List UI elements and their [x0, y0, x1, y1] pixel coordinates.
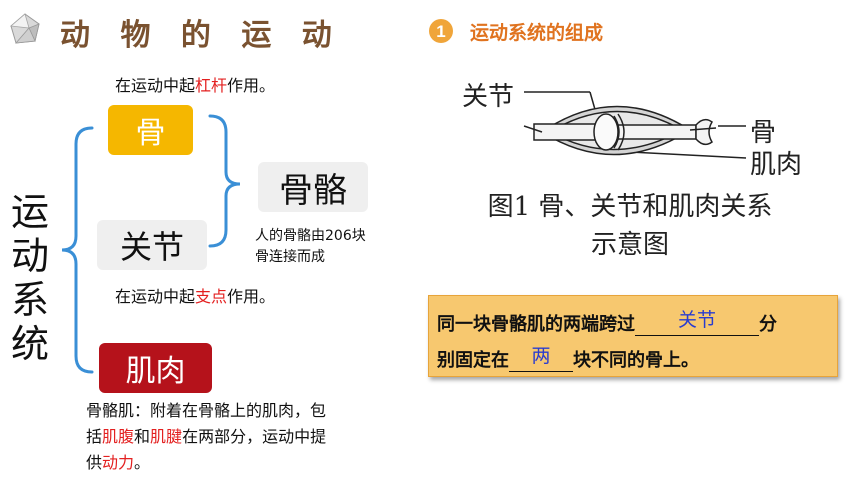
jirou-description: 骨骼肌：附着在骨骼上的肌肉，包 括肌腹和肌腱在两部分，运动中提 供动力。	[86, 401, 327, 472]
gu-box: 骨	[108, 105, 193, 155]
guanjie-box: 关节	[97, 220, 207, 270]
guge-note: 人的骨骼由206块 骨连接而成	[255, 228, 366, 265]
blank-2: 两	[509, 345, 573, 372]
guanjie-role-note: 在运动中起支点作用。	[115, 287, 276, 306]
exercise-line-1: 同一块骨骼肌的两端跨过关节分	[437, 309, 777, 336]
figure-label-gu: 骨	[750, 118, 777, 148]
figure-label-guanjie: 关节	[462, 82, 515, 112]
jirou-box: 肌肉	[99, 343, 212, 393]
page-title: 动 物 的 运 动	[60, 18, 342, 53]
exercise-line-2: 别固定在两块不同的骨上。	[437, 345, 699, 372]
mindmap-brackets	[61, 114, 241, 374]
fill-in-blank-box: 同一块骨骼肌的两端跨过关节分 别固定在两块不同的骨上。	[428, 295, 838, 377]
guge-box: 骨骼	[258, 162, 368, 212]
blank-1: 关节	[635, 309, 759, 336]
yundong-xitong-vertical-label: 运 动 系 统	[10, 190, 49, 366]
bone-joint-muscle-diagram	[523, 91, 747, 159]
section-title: 运动系统的组成	[470, 22, 604, 44]
answer-2: 两	[531, 345, 551, 367]
section-number: 1	[436, 22, 445, 41]
gu-role-note: 在运动中起杠杆作用。	[115, 76, 276, 95]
figure-label-jirou: 肌肉	[750, 150, 803, 180]
answer-1: 关节	[677, 309, 716, 331]
figure-caption: 图1 骨、关节和肌肉关系 示意图	[487, 192, 773, 260]
section-number-badge: 1	[429, 19, 453, 43]
crystal-logo-icon	[10, 13, 40, 44]
